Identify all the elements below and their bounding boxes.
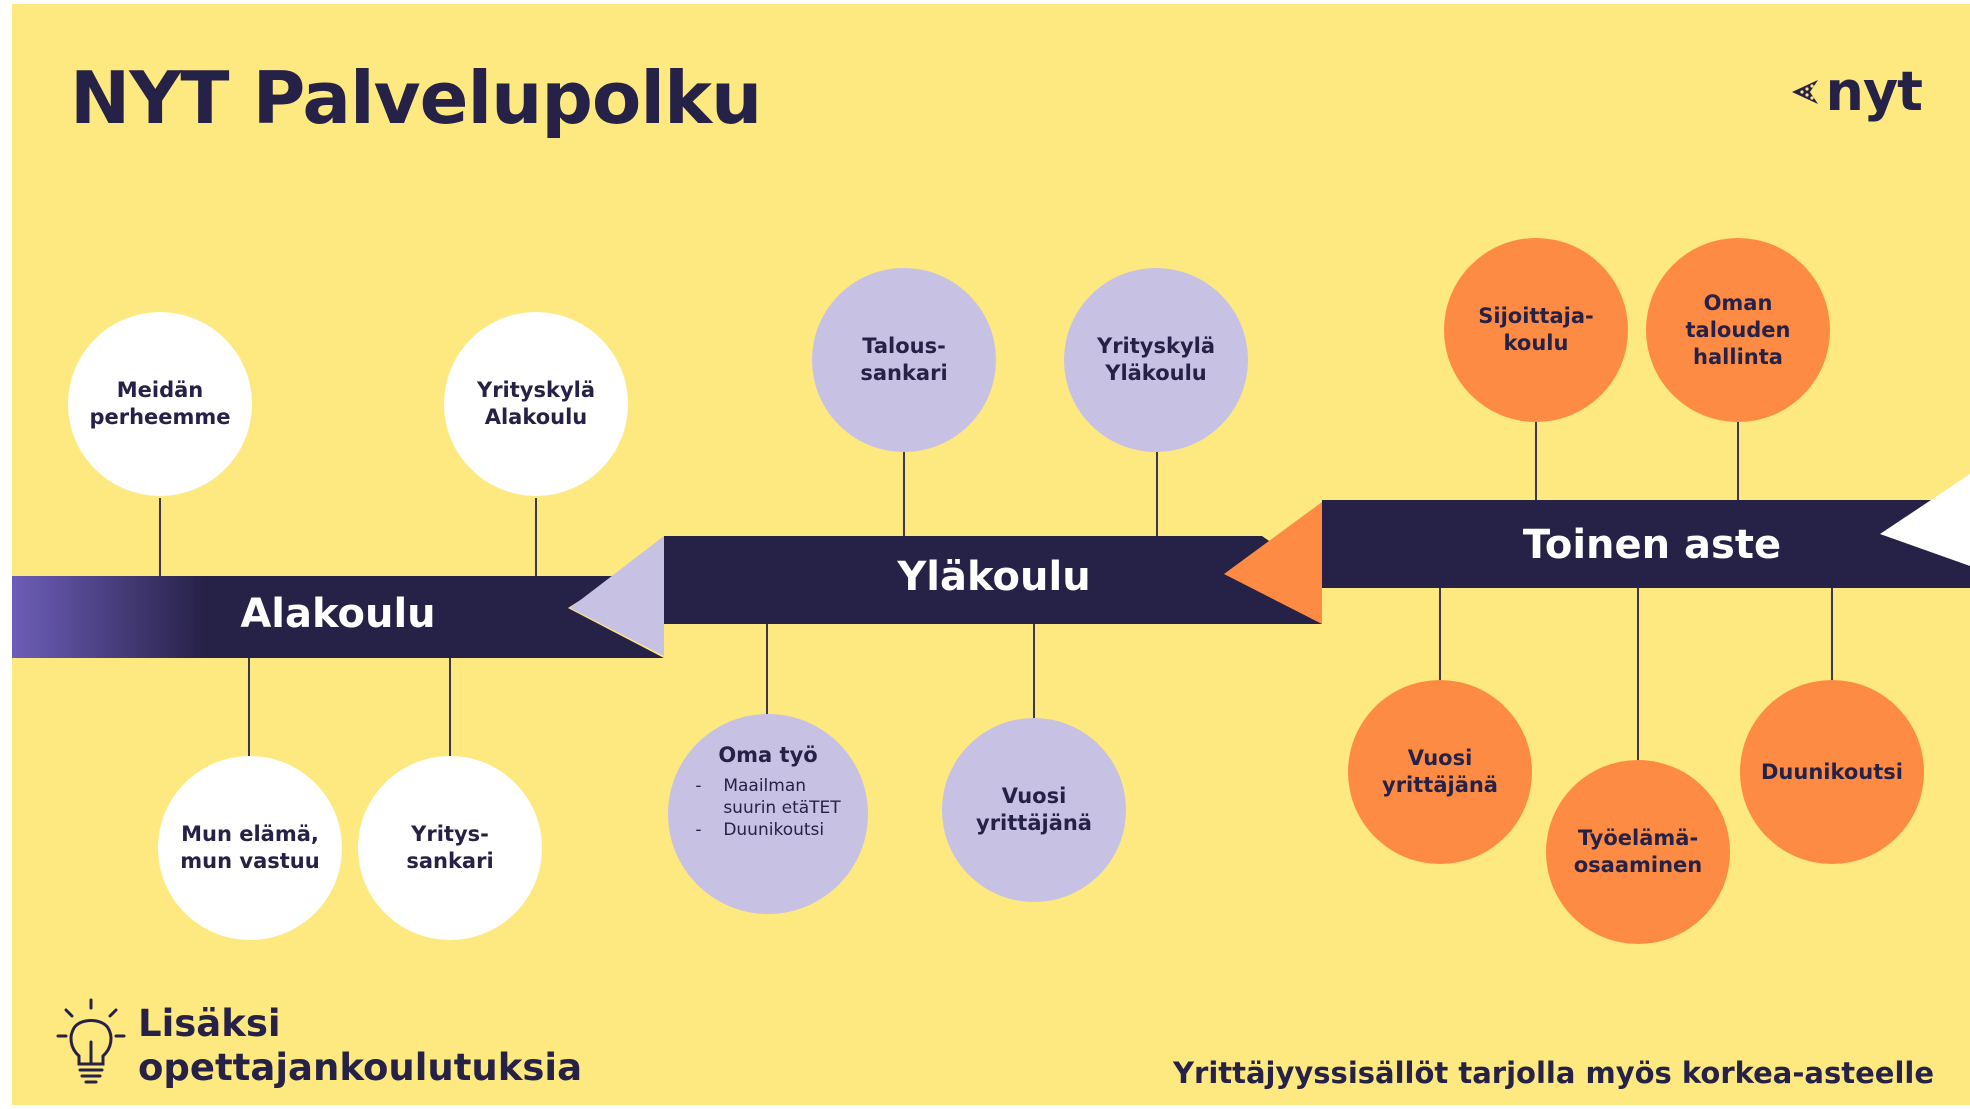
connector — [1439, 588, 1441, 684]
bubble-vuosi-yrittajana-toinen: Vuosi yrittäjänä — [1348, 680, 1532, 864]
bubble-sijoittajakoulu: Sijoittaja- koulu — [1444, 238, 1628, 422]
bubble-tyoelamaosaaminen: Työelämä- osaaminen — [1546, 760, 1730, 944]
bubble-meidan-perheemme: Meidän perheemme — [68, 312, 252, 496]
bubble-label: Yrityskylä Yläkoulu — [1096, 334, 1215, 385]
bubble-label: Vuosi yrittäjänä — [976, 784, 1092, 835]
bubble-label: Talous- sankari — [860, 334, 948, 385]
bubble-oman-talouden-hallinta: Oman talouden hallinta — [1646, 238, 1830, 422]
bubble-duunikoutsi: Duunikoutsi — [1740, 680, 1924, 864]
bubble-label: Duunikoutsi — [1761, 759, 1903, 784]
footer-right-text: Yrittäjyyssisällöt tarjolla myös korkea-… — [1173, 1056, 1934, 1090]
page-title: NYT Palvelupolku — [70, 56, 762, 140]
timeline-ribbon — [12, 474, 1970, 658]
nyt-logo: nyt — [1790, 60, 1923, 123]
bubble-label: Yrityskylä Alakoulu — [476, 378, 595, 429]
footer-left-text: Lisäksi opettajankoulutuksia — [138, 1002, 583, 1089]
bubble-label: Meidän perheemme — [89, 378, 231, 429]
list-item: - Duunikoutsi — [695, 819, 840, 841]
bubble-label: Oma työ — [718, 743, 818, 767]
connector — [766, 624, 768, 722]
bubble-mun-elama: Mun elämä, mun vastuu — [158, 756, 342, 940]
connector — [1737, 422, 1739, 500]
band-toinen — [1322, 500, 1970, 588]
stage-label-toinen-aste: Toinen aste — [1522, 522, 1782, 568]
connector — [1156, 452, 1158, 536]
bubble-talous-sankari: Talous- sankari — [812, 268, 996, 452]
stage-label-alakoulu: Alakoulu — [240, 591, 436, 637]
bubble-label: Vuosi yrittäjänä — [1382, 746, 1498, 797]
bubble-yrityskyla-ylakoulu: Yrityskylä Yläkoulu — [1064, 268, 1248, 452]
lightbulb-icon — [56, 998, 126, 1084]
list-item-text: Maailman suurin etäTET — [723, 776, 841, 818]
bubble-label: Yritys- sankari — [406, 822, 494, 873]
bubble-vuosi-yrittajana-ylakoulu: Vuosi yrittäjänä — [942, 718, 1126, 902]
oma-tyo-list: - Maailman suurin etäTET - Duunikoutsi — [695, 775, 840, 841]
bubble-label: Työelämä- osaaminen — [1573, 826, 1703, 877]
band-alakoulu-end — [570, 536, 664, 656]
bubble-oma-tyo: Oma työ - Maailman suurin etäTET - Duuni… — [668, 714, 868, 914]
connector — [535, 498, 537, 576]
connector — [1831, 588, 1833, 684]
connector — [1033, 624, 1035, 722]
bubble-label: Sijoittaja- koulu — [1478, 304, 1594, 355]
bullet: - — [695, 820, 702, 840]
bubble-yritys-sankari: Yritys- sankari — [358, 756, 542, 940]
bubble-label: Mun elämä, mun vastuu — [180, 822, 320, 873]
connector — [1637, 588, 1639, 764]
connector — [248, 658, 250, 760]
stage-label-ylakoulu: Yläkoulu — [897, 554, 1091, 600]
bubble-yrityskyla-alakoulu: Yrityskylä Alakoulu — [444, 312, 628, 496]
connector — [903, 452, 905, 536]
list-item-text: Duunikoutsi — [723, 820, 825, 840]
bullet: - — [695, 776, 702, 796]
connector — [159, 498, 161, 576]
list-item: - Maailman suurin etäTET — [695, 775, 840, 819]
band-ylakoulu — [664, 536, 1322, 624]
slide: NYT Palvelupolku nyt Alakoul — [12, 4, 1970, 1105]
logo-text: nyt — [1825, 60, 1923, 123]
connector — [1535, 422, 1537, 500]
connector — [449, 658, 451, 760]
logo-arrow-icon — [1791, 79, 1818, 104]
bubble-label: Oman talouden hallinta — [1685, 290, 1791, 369]
band-alakoulu — [12, 576, 664, 658]
band-toinen-end — [1880, 474, 1970, 566]
band-ylakoulu-end — [1224, 502, 1322, 624]
